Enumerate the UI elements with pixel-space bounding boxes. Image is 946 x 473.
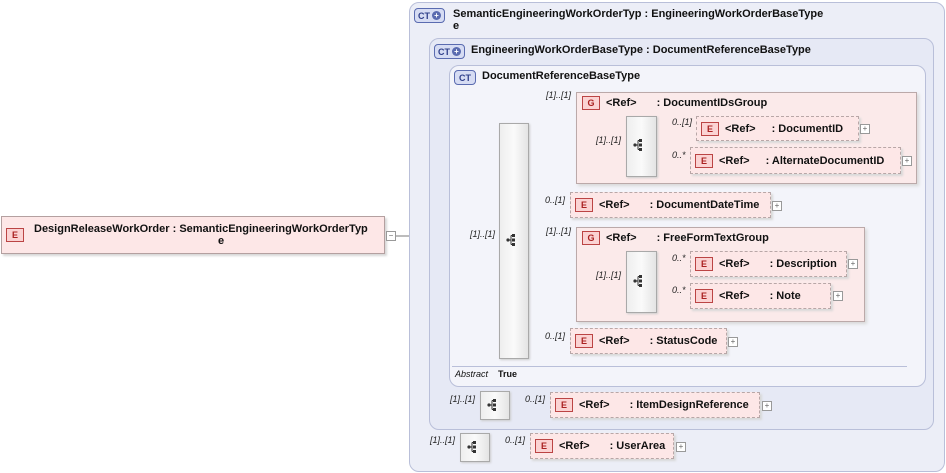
sequence-icon: [467, 441, 476, 453]
user-area-element[interactable]: E <Ref> : UserArea: [530, 433, 674, 459]
element-cardinality: 0..*: [672, 253, 686, 263]
group-badge: G: [582, 231, 600, 245]
element-badge: E: [575, 334, 593, 348]
mid-seq-cardinality: [1]..[1]: [450, 394, 476, 404]
expand-toggle[interactable]: +: [772, 201, 782, 211]
expand-toggle[interactable]: +: [676, 442, 686, 452]
ref-label: <Ref>: [579, 399, 610, 411]
element-name: : StatusCode: [649, 335, 718, 347]
group-cardinality: [1]..[1]: [546, 90, 572, 100]
element-badge: E: [6, 228, 24, 242]
ct-outer-title: SemanticEngineeringWorkOrderTyp: [453, 8, 642, 20]
abstract-label: Abstract: [455, 369, 489, 379]
element-name: : DocumentDateTime: [649, 199, 760, 211]
root-element[interactable]: E DesignReleaseWorkOrder : SemanticEngin…: [1, 216, 385, 254]
sequence-icon: [633, 275, 642, 287]
ref-label: <Ref>: [719, 258, 750, 270]
sequence-icon: [506, 234, 515, 246]
group-header: G <Ref> : DocumentIDsGroup: [582, 96, 767, 110]
ct-outer-title-cont: e: [453, 20, 460, 32]
root-element-type: : SemanticEngineeringWorkOrderTyp: [172, 223, 368, 235]
group-name: : FreeFormTextGroup: [656, 232, 769, 244]
ref-label: <Ref>: [719, 154, 750, 167]
ct-inner-title: DocumentReferenceBaseType: [482, 70, 641, 82]
element-cardinality: 0..*: [672, 285, 686, 295]
element-cardinality: 0..*: [672, 150, 686, 160]
complex-type-icon: CT+: [434, 44, 465, 59]
element-badge: E: [695, 257, 713, 271]
element-name: : AlternateDocumentID: [765, 154, 885, 167]
item-design-reference-element[interactable]: E <Ref> : ItemDesignReference: [550, 392, 760, 418]
root-element-name: DesignReleaseWorkOrder: [34, 223, 170, 235]
collapse-toggle[interactable]: −: [386, 231, 396, 241]
ref-label: <Ref>: [599, 199, 630, 211]
complex-type-header-outer: CT+ SemanticEngineeringWorkOrderTyp : En…: [414, 8, 823, 32]
group-name: : DocumentIDsGroup: [656, 97, 768, 109]
complex-type-icon: CT: [454, 70, 476, 85]
complex-type-icon: CT+: [414, 8, 445, 23]
abstract-row: Abstract True: [455, 369, 517, 379]
ref-label: <Ref>: [599, 335, 630, 347]
expand-toggle[interactable]: +: [833, 291, 843, 301]
element-cardinality: 0..[1]: [505, 435, 526, 445]
document-date-time-element[interactable]: E <Ref> : DocumentDateTime: [570, 192, 771, 218]
element-badge: E: [695, 289, 713, 303]
ct-mid-base: : DocumentReferenceBaseType: [646, 44, 811, 56]
abstract-divider: [452, 366, 907, 367]
element-badge: E: [701, 121, 719, 136]
mid-sequence[interactable]: [480, 391, 510, 420]
element-name: : UserArea: [609, 440, 666, 452]
ref-label: <Ref>: [719, 290, 750, 302]
expand-toggle[interactable]: +: [728, 337, 738, 347]
root-element-type-cont: e: [218, 235, 225, 247]
ref-label: <Ref>: [725, 122, 756, 135]
element-cardinality: 0..[1]: [545, 331, 566, 341]
expand-toggle[interactable]: +: [902, 156, 912, 166]
sequence-icon: [487, 399, 496, 411]
abstract-value: True: [498, 369, 518, 379]
group-ref: <Ref>: [606, 97, 637, 109]
element-badge: E: [555, 398, 573, 412]
element-badge: E: [535, 439, 553, 453]
ct-mid-title: EngineeringWorkOrderBaseType: [471, 44, 643, 56]
status-code-element[interactable]: E <Ref> : StatusCode: [570, 328, 727, 354]
ref-label: <Ref>: [559, 440, 590, 452]
element-name: : Note: [769, 290, 801, 302]
element-cardinality: 0..[1]: [525, 394, 546, 404]
complex-type-header-mid: CT+ EngineeringWorkOrderBaseType : Docum…: [434, 44, 811, 59]
expand-toggle[interactable]: +: [848, 259, 858, 269]
group-badge: G: [582, 96, 600, 110]
group-header: G <Ref> : FreeFormTextGroup: [582, 231, 769, 245]
alternate-document-id-element[interactable]: E <Ref> : AlternateDocumentID: [690, 147, 901, 174]
element-name: : ItemDesignReference: [629, 399, 749, 411]
ct-outer-base: : EngineeringWorkOrderBaseType: [644, 8, 824, 20]
sequence-icon: [633, 139, 642, 151]
expand-toggle[interactable]: +: [762, 401, 772, 411]
element-badge: E: [695, 153, 713, 168]
element-name: : DocumentID: [771, 122, 844, 135]
group-seq-cardinality: [1]..[1]: [596, 135, 622, 145]
element-name: : Description: [769, 258, 837, 270]
element-badge: E: [575, 198, 593, 212]
main-seq-cardinality: [1]..[1]: [470, 229, 496, 239]
group-ref: <Ref>: [606, 232, 637, 244]
element-cardinality: 0..[1]: [672, 117, 693, 127]
note-element[interactable]: E <Ref> : Note: [690, 283, 831, 309]
document-id-element[interactable]: E <Ref> : DocumentID: [696, 116, 859, 141]
group-cardinality: [1]..[1]: [546, 226, 572, 236]
description-element[interactable]: E <Ref> : Description: [690, 251, 847, 277]
complex-type-header-inner: CT DocumentReferenceBaseType: [454, 70, 640, 85]
outer-seq-cardinality: [1]..[1]: [430, 435, 456, 445]
expand-toggle[interactable]: +: [860, 124, 870, 134]
group-seq-cardinality: [1]..[1]: [596, 270, 622, 280]
element-cardinality: 0..[1]: [545, 195, 566, 205]
